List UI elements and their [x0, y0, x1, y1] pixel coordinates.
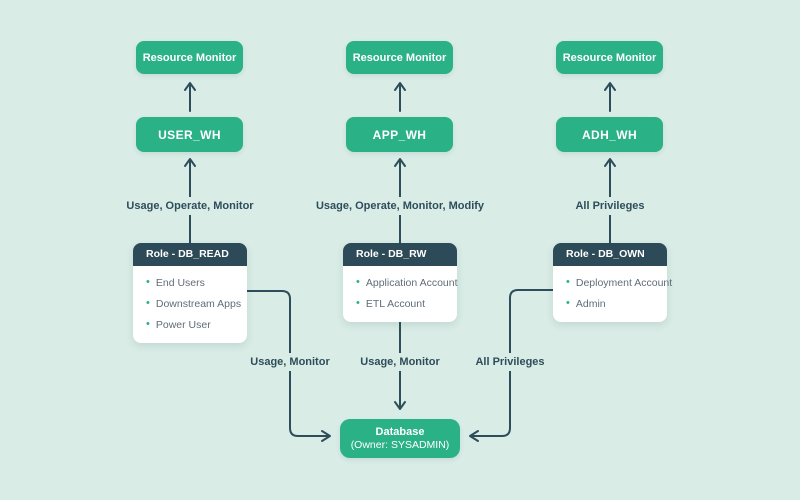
- database-owner-label: (Owner: SYSADMIN): [350, 439, 450, 451]
- list-item: Admin: [553, 293, 667, 314]
- arrowhead-down-icon: [394, 401, 406, 410]
- arrowhead-up-icon: [394, 158, 406, 167]
- role-member-list: Application Account ETL Account: [343, 266, 458, 322]
- warehouse-grant-label-3: All Privileges: [569, 197, 651, 215]
- member-label: End Users: [155, 276, 205, 289]
- resource-monitor-node-1: Resource Monitor: [136, 41, 243, 74]
- bullet-icon: [566, 298, 570, 309]
- database-node: Database (Owner: SYSADMIN): [340, 419, 460, 458]
- member-label: ETL Account: [365, 297, 426, 310]
- arrowhead-up-icon: [184, 158, 196, 167]
- warehouse-node-app-wh: APP_WH: [346, 117, 453, 152]
- resource-monitor-node-3: Resource Monitor: [556, 41, 663, 74]
- member-label: Deployment Account: [575, 276, 673, 289]
- member-label: Application Account: [365, 276, 458, 289]
- list-item: End Users: [133, 272, 247, 293]
- arrowhead-up-icon: [604, 82, 616, 91]
- bullet-icon: [146, 277, 150, 288]
- database-grant-label-1: Usage, Monitor: [244, 353, 336, 371]
- bullet-icon: [146, 319, 150, 330]
- warehouse-grant-label-2: Usage, Operate, Monitor, Modify: [309, 197, 491, 215]
- warehouse-node-user-wh: USER_WH: [136, 117, 243, 152]
- database-grant-label-3: All Privileges: [469, 353, 551, 371]
- arrowhead-up-icon: [394, 82, 406, 91]
- bullet-icon: [146, 298, 150, 309]
- role-member-list: Deployment Account Admin: [553, 266, 672, 322]
- arrowhead-left-icon: [469, 430, 479, 442]
- role-member-list: End Users Downstream Apps Power User: [133, 266, 247, 343]
- arrowhead-right-icon: [321, 430, 331, 442]
- resource-monitor-node-2: Resource Monitor: [346, 41, 453, 74]
- bullet-icon: [566, 277, 570, 288]
- list-item: Power User: [133, 314, 247, 335]
- member-label: Admin: [575, 297, 606, 310]
- role-card-db-read: Role - DB_READ End Users Downstream Apps…: [133, 243, 247, 343]
- role-card-title: Role - DB_RW: [343, 243, 457, 266]
- list-item: Deployment Account: [553, 272, 672, 293]
- member-label: Power User: [155, 318, 211, 331]
- list-item: ETL Account: [343, 293, 457, 314]
- list-item: Application Account: [343, 272, 458, 293]
- arrowhead-up-icon: [604, 158, 616, 167]
- warehouse-grant-label-1: Usage, Operate, Monitor: [120, 197, 260, 215]
- role-card-title: Role - DB_READ: [133, 243, 247, 266]
- list-item: Downstream Apps: [133, 293, 247, 314]
- database-title: Database: [375, 426, 425, 438]
- warehouse-node-adh-wh: ADH_WH: [556, 117, 663, 152]
- role-card-db-rw: Role - DB_RW Application Account ETL Acc…: [343, 243, 458, 322]
- database-grant-label-2: Usage, Monitor: [354, 353, 446, 371]
- member-label: Downstream Apps: [155, 297, 242, 310]
- arrowhead-up-icon: [184, 82, 196, 91]
- bullet-icon: [356, 277, 360, 288]
- bullet-icon: [356, 298, 360, 309]
- role-card-title: Role - DB_OWN: [553, 243, 667, 266]
- role-card-db-own: Role - DB_OWN Deployment Account Admin: [553, 243, 672, 322]
